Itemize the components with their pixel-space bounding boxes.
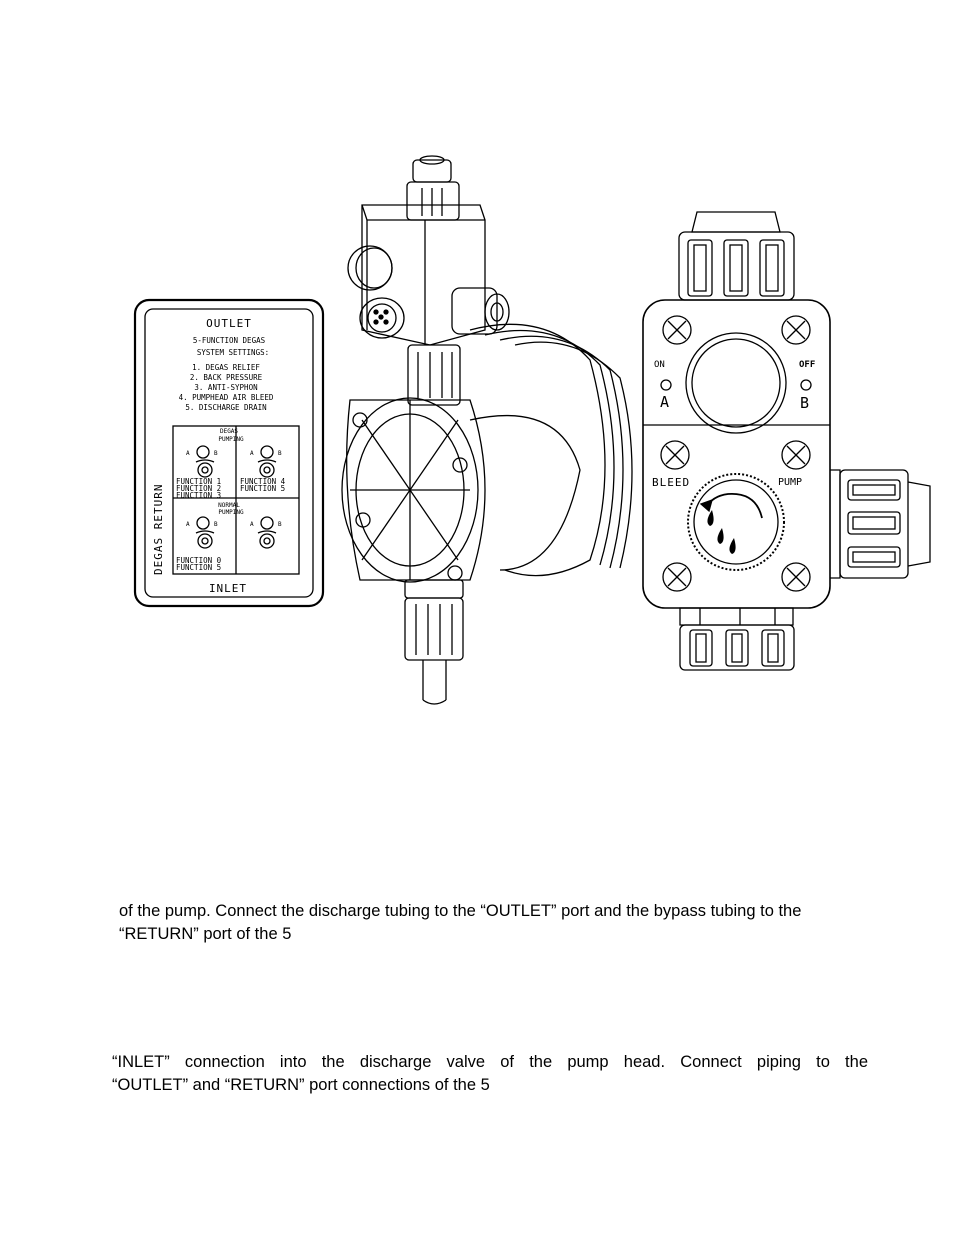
para1-line2: “RETURN” port of the 5 — [119, 925, 292, 943]
para2-line1: “INLET” connection into the discharge va… — [112, 1053, 868, 1071]
normal-header: NORMAL — [218, 502, 240, 509]
setting-2: 2. BACK PRESSURE — [190, 373, 263, 382]
function-0: FUNCTION 0 — [176, 556, 222, 565]
rotate-arrow-icon — [705, 493, 763, 519]
screw-icon — [660, 315, 811, 592]
a-label: A — [660, 393, 669, 411]
instruction-paragraph-2: “INLET” connection into the discharge va… — [112, 1051, 868, 1097]
subtitle-line-2: SYSTEM SETTINGS: — [197, 348, 269, 357]
inlet-label: INLET — [209, 582, 247, 595]
grid-b-label-3: B — [214, 521, 218, 528]
pumping-header: PUMPING — [218, 436, 244, 443]
setting-5: 5. DISCHARGE DRAIN — [185, 403, 266, 412]
valve-front-view: ON OFF A B BLEED PUMP — [642, 211, 931, 671]
function-1: FUNCTION 1 — [176, 477, 221, 486]
function-5-bottom: FUNCTION 5 — [176, 563, 221, 572]
grid-a-label-4: A — [250, 521, 254, 528]
grid-b-label-2: B — [278, 450, 282, 457]
pump-label: PUMP — [778, 477, 802, 488]
grid-a-label: A — [186, 450, 190, 457]
pump-valve-illustration: OUTLET 5-FUNCTION DEGAS SYSTEM SETTINGS:… — [133, 155, 931, 705]
pumping-header-2: PUMPING — [218, 509, 244, 516]
knob-icon — [195, 445, 277, 549]
para2-line2: “OUTLET” and “RETURN” port connections o… — [112, 1076, 490, 1094]
function-2: FUNCTION 2 — [176, 484, 221, 493]
bleed-label: BLEED — [652, 476, 690, 489]
degas-return-label: DEGAS RETURN — [152, 484, 165, 575]
setting-4: 4. PUMPHEAD AIR BLEED — [179, 393, 274, 402]
settings-label-card: OUTLET 5-FUNCTION DEGAS SYSTEM SETTINGS:… — [133, 298, 325, 608]
grid-b-label: B — [214, 450, 218, 457]
off-label: OFF — [799, 360, 815, 370]
degas-header: DEGAS — [220, 428, 238, 435]
grid-b-label-4: B — [278, 521, 282, 528]
outlet-label: OUTLET — [206, 317, 252, 330]
function-5: FUNCTION 5 — [240, 484, 285, 493]
subtitle-line-1: 5-FUNCTION DEGAS — [193, 336, 266, 345]
setting-1: 1. DEGAS RELIEF — [192, 363, 260, 372]
function-3: FUNCTION 3 — [176, 491, 221, 500]
function-4: FUNCTION 4 — [240, 477, 286, 486]
b-label: B — [800, 394, 809, 412]
drop-icon — [707, 510, 736, 554]
grid-a-label-2: A — [250, 450, 254, 457]
instruction-paragraph-1: of the pump. Connect the discharge tubin… — [119, 900, 879, 946]
pump-side-view — [341, 155, 633, 705]
grid-a-label-3: A — [186, 521, 190, 528]
para1-line1: of the pump. Connect the discharge tubin… — [119, 902, 802, 920]
on-label: ON — [654, 360, 665, 370]
setting-3: 3. ANTI-SYPHON — [194, 383, 257, 392]
